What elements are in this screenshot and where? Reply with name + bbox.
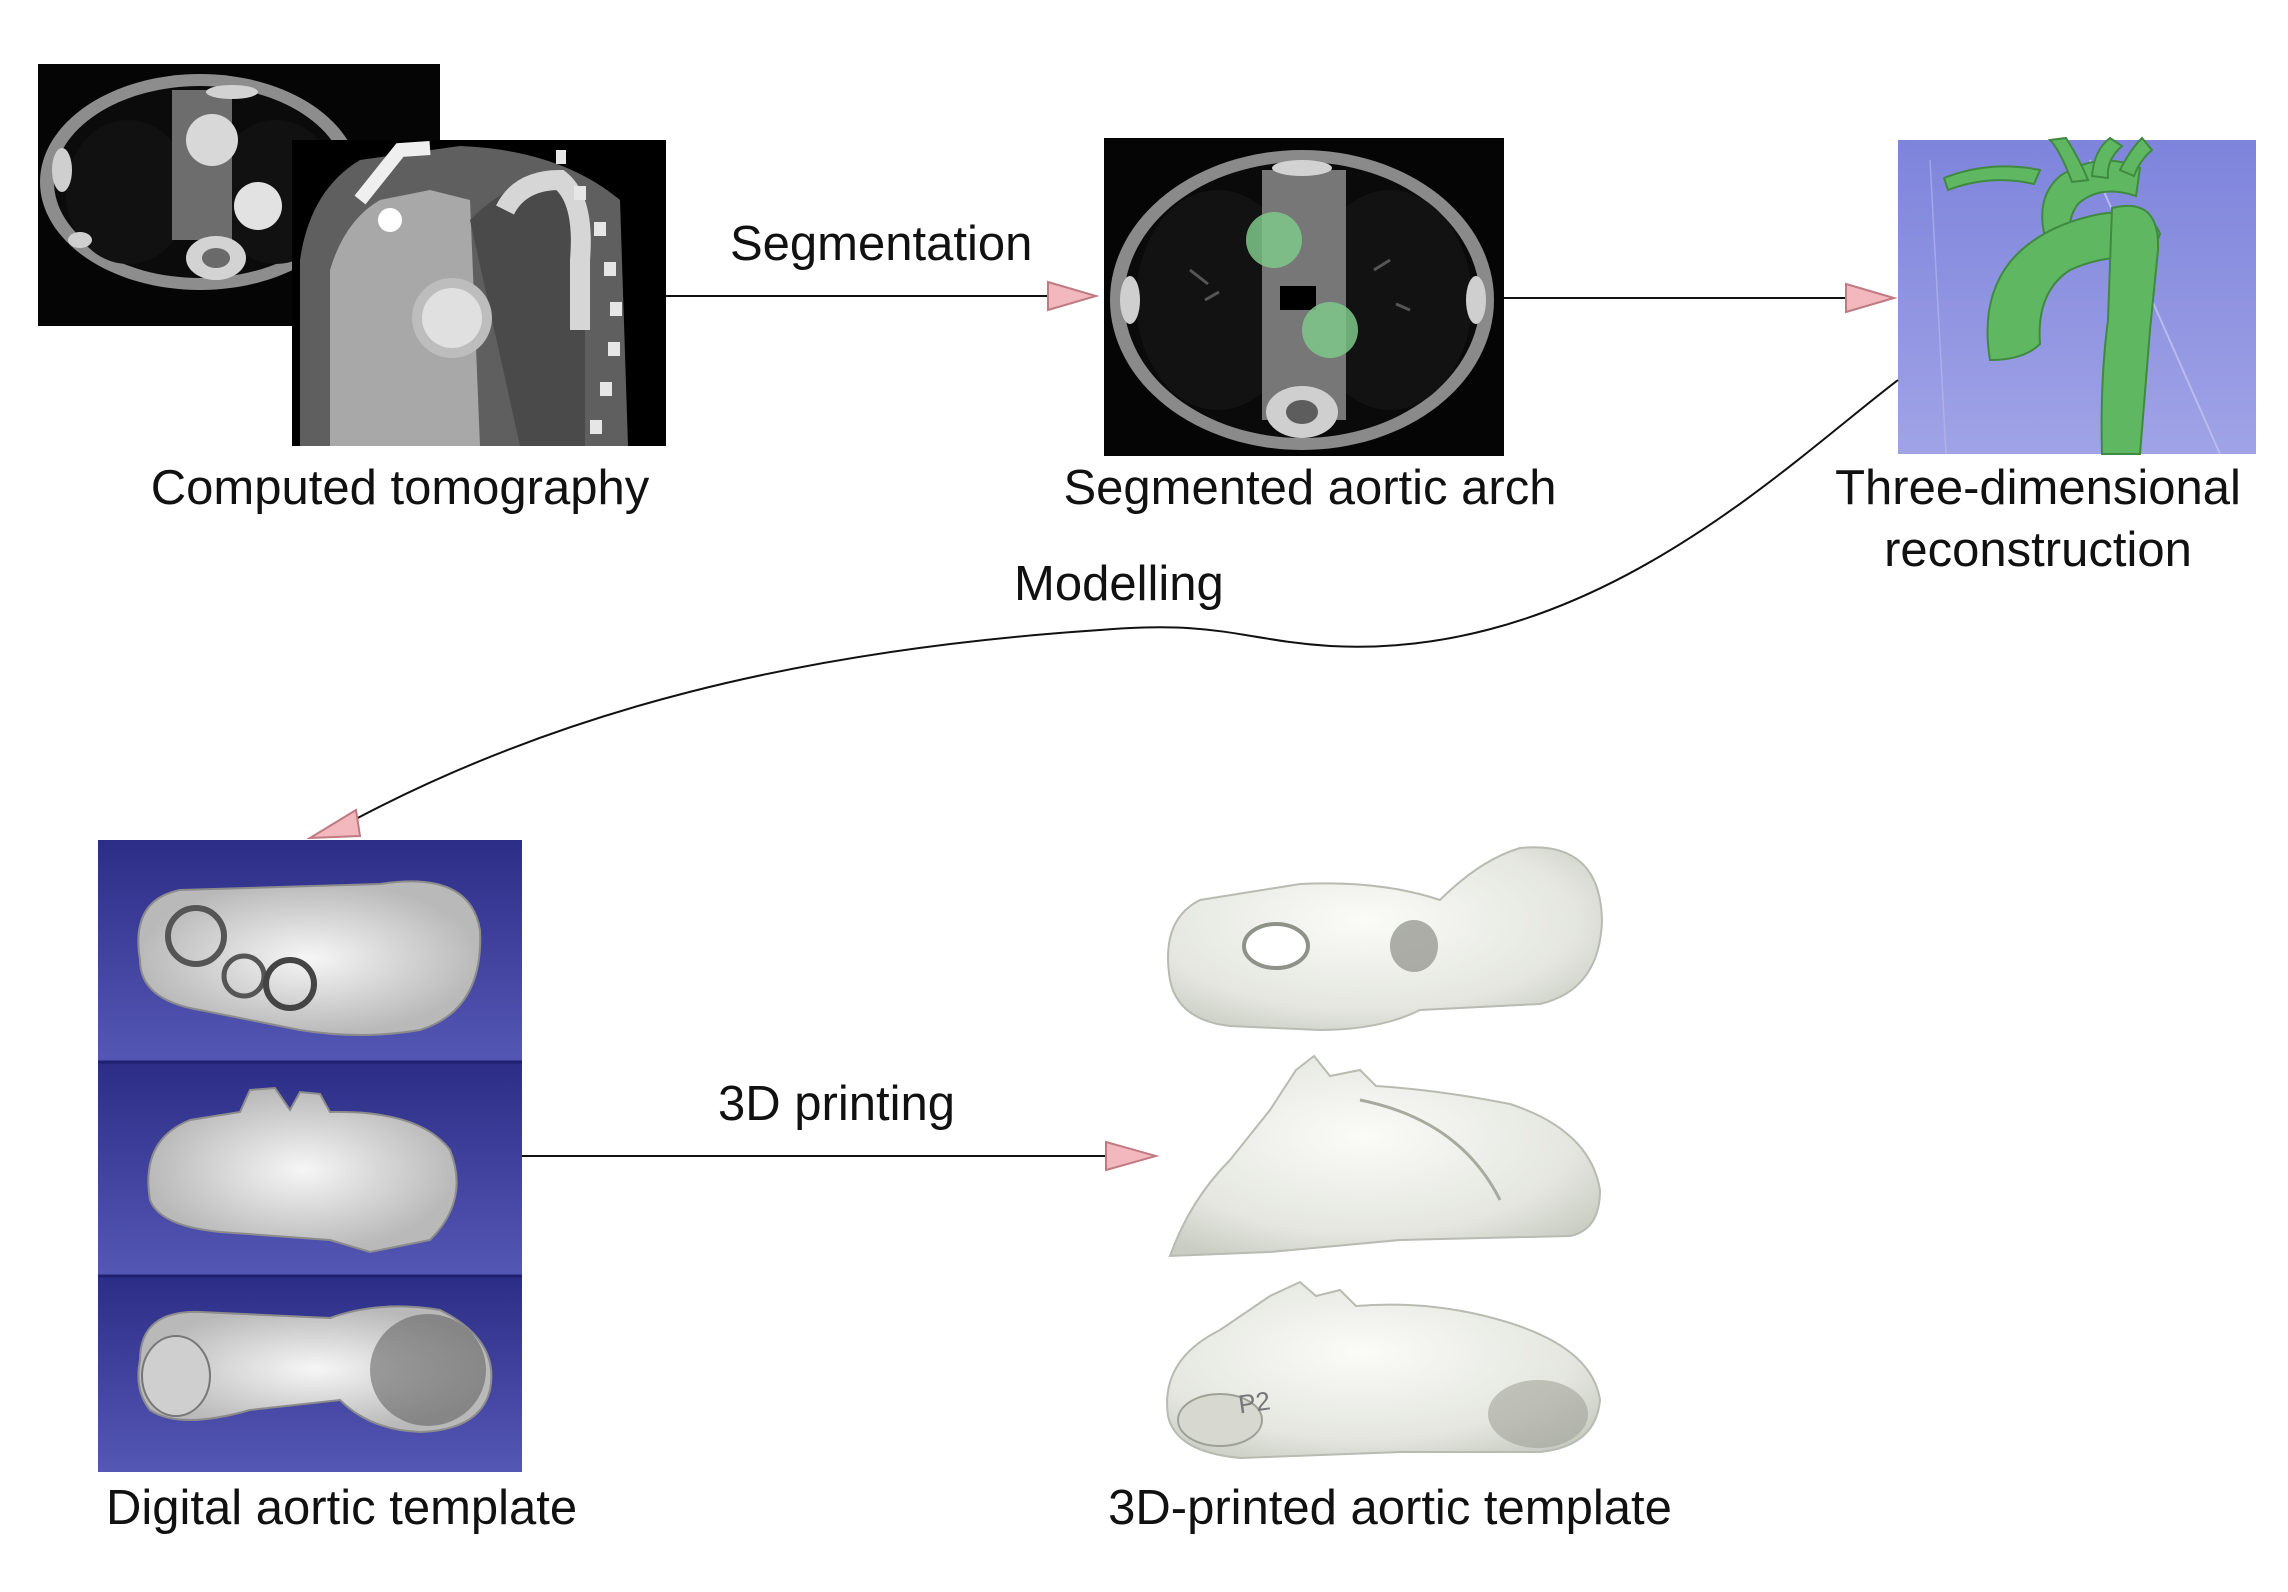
printed-template-photo: P2: [1166, 846, 1604, 1460]
digital-template-panels: [98, 840, 522, 1472]
digital-template-label: Digital aortic template: [106, 1481, 578, 1535]
segmented-label: Segmented aortic arch: [1063, 461, 1557, 515]
printing-arrow-label: 3D printing: [718, 1077, 955, 1131]
modelling-arrow: [306, 379, 1899, 840]
reconstruction-label-line1: Three-dimensional: [1835, 461, 2241, 515]
printed-template-label: 3D-printed aortic template: [1108, 1481, 1672, 1535]
printing-arrow: [522, 1140, 1160, 1172]
3d-reconstruction-image: [1898, 136, 2256, 455]
reconstruct-arrow: [1504, 282, 1898, 314]
segmentation-arrow: [666, 280, 1100, 312]
printed-model-inscription: P2: [1236, 1385, 1272, 1419]
ct-coronal-image: [292, 140, 666, 446]
segmented-ct-image: [1104, 138, 1504, 456]
reconstruction-label-line2: reconstruction: [1884, 523, 2192, 577]
ct-label: Computed tomography: [150, 461, 650, 515]
segmentation-arrow-label: Segmentation: [730, 217, 1033, 271]
modelling-arrow-label: Modelling: [1014, 557, 1224, 611]
